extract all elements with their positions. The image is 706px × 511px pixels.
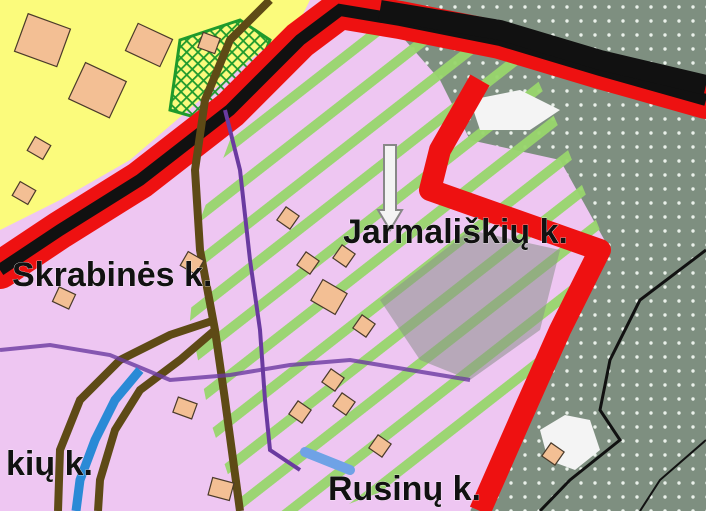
green-stripe-band	[190, 10, 600, 511]
brown-road-2	[54, 316, 217, 511]
building	[276, 206, 300, 230]
building	[332, 392, 356, 416]
label-kiu: kių k.	[6, 445, 93, 483]
road-dark-band	[378, 0, 706, 95]
building	[11, 180, 37, 206]
building	[26, 135, 52, 161]
purple-path-2	[0, 342, 471, 383]
grey-band	[380, 230, 560, 380]
boundary-line-2	[639, 439, 706, 511]
building	[310, 278, 348, 316]
building	[13, 12, 72, 68]
building	[368, 434, 392, 458]
buildings	[11, 12, 565, 502]
clearing-top	[470, 90, 560, 130]
red-boundary-road	[419, 74, 611, 511]
brown-road-1	[190, 0, 273, 511]
building	[541, 442, 565, 466]
forest-zone-lower	[470, 260, 706, 511]
building	[67, 61, 128, 119]
stream	[71, 367, 144, 511]
label-skrabines: Skrabinės k.	[12, 256, 212, 294]
building	[296, 251, 320, 275]
boundary-line	[538, 248, 706, 511]
building	[352, 314, 376, 338]
building	[207, 476, 235, 502]
building	[332, 244, 356, 268]
brown-road-3	[94, 326, 218, 511]
building	[51, 286, 77, 310]
building	[124, 22, 174, 68]
building	[321, 368, 345, 392]
purple-path-1	[223, 109, 302, 472]
building	[172, 396, 198, 420]
label-rusinu: Rusinų k.	[328, 470, 481, 508]
down-arrow-marker-icon	[376, 144, 404, 232]
building	[179, 250, 205, 276]
building	[197, 31, 221, 55]
pond	[300, 447, 355, 475]
label-jarmaliskiu: Jarmališkių k.	[343, 213, 568, 251]
building	[288, 400, 312, 424]
